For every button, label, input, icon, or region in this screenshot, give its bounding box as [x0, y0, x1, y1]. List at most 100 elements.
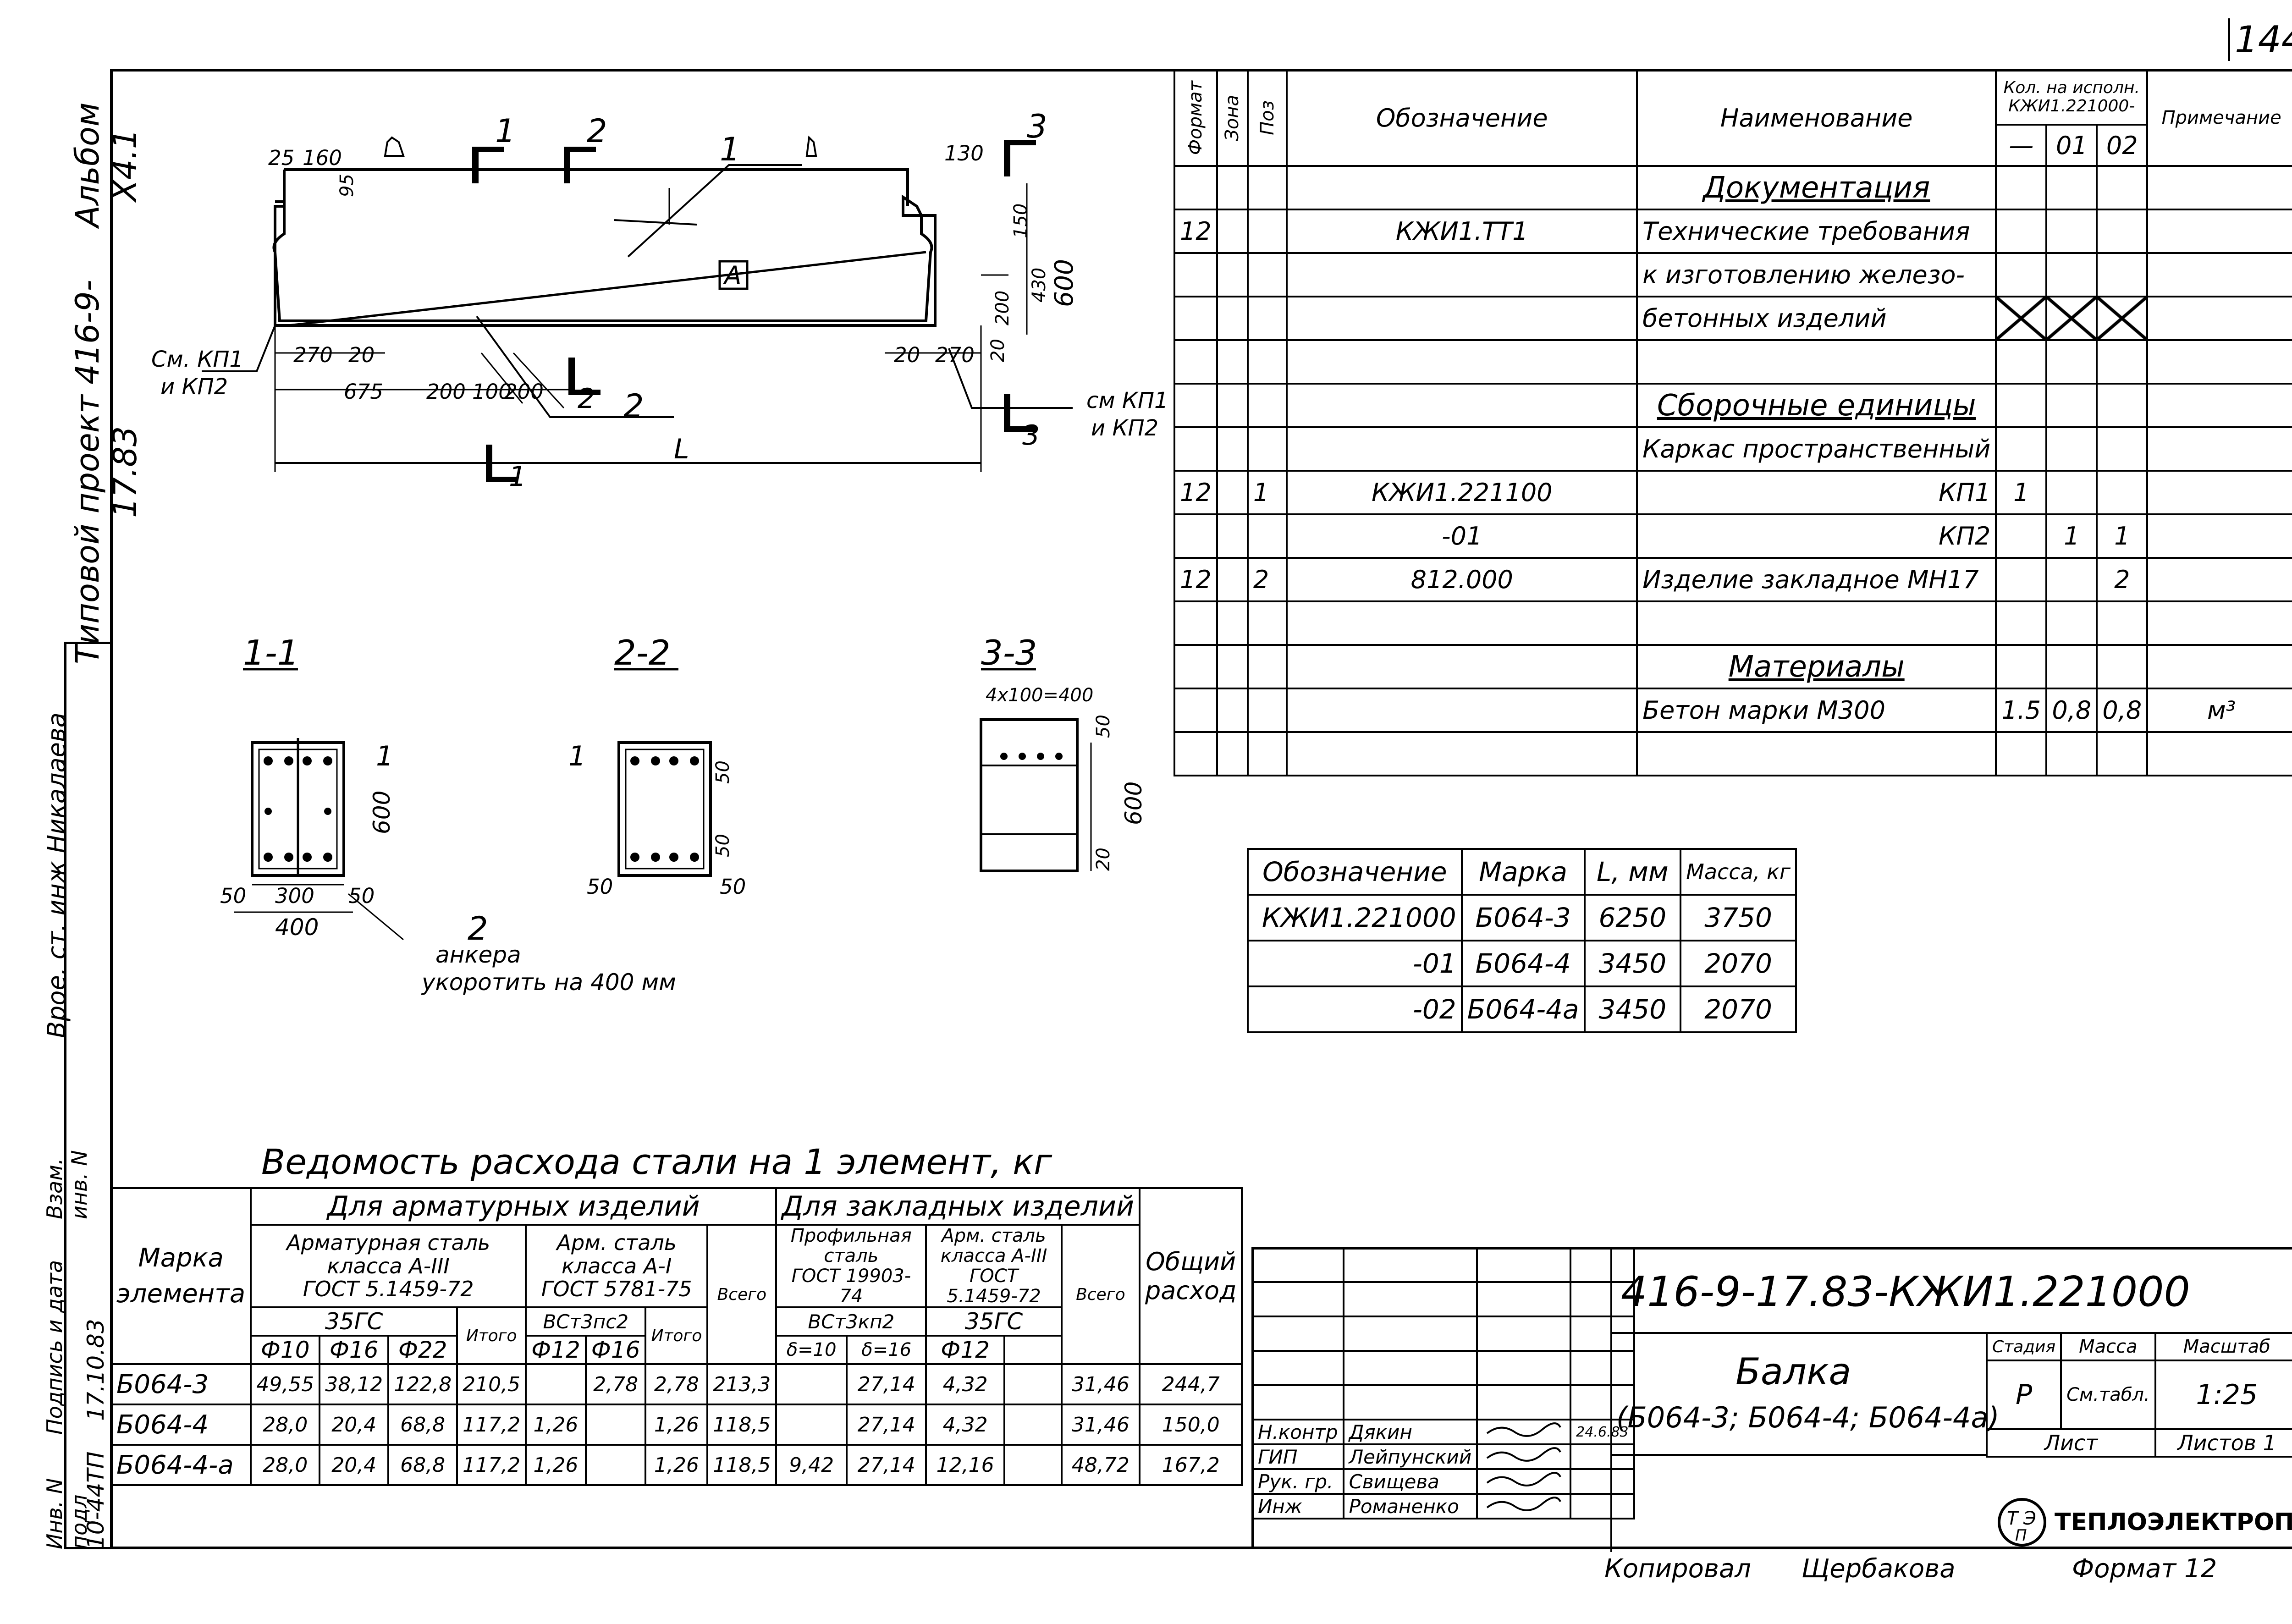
steel-cell: 244,7: [1139, 1363, 1243, 1405]
spec-cell-format: [1174, 426, 1218, 472]
dim-20-right-v: 20: [987, 339, 1008, 362]
spec-cell-designation: 812.000: [1286, 557, 1638, 602]
dim-600: 600: [1049, 259, 1079, 307]
spec-row: [1174, 339, 2292, 385]
spec-cell-note: [2146, 252, 2292, 297]
spec-cell-name: Технические требования: [1636, 209, 1997, 254]
copied-by: Щербакова: [1802, 1554, 1956, 1584]
s33-dim-50: 50: [1093, 715, 1114, 738]
org-logo-icon: Т Э П: [1998, 1498, 2046, 1547]
sheet-number: 144: [2228, 18, 2292, 61]
spec-cell-name: бетонных изделий: [1636, 296, 1997, 341]
s22-pos1: 1: [568, 740, 586, 772]
tb-stage-table: Стадия Масса Масштаб Р См.табл. 1:25 Лис…: [1985, 1332, 2292, 1458]
spec-cell-format: [1174, 731, 1218, 776]
marks-hdr-mass: Масса, кг: [1680, 848, 1797, 896]
s11-dim-600: 600: [369, 791, 395, 834]
marker-A: A: [723, 261, 742, 290]
steel-cell: 4,32: [925, 1404, 1005, 1446]
spec-cell-q2: 0,8: [2096, 688, 2149, 733]
hdr-format: Формат: [1185, 80, 1207, 155]
dim-200-a: 200: [426, 380, 466, 404]
spec-row: к изготовлению железо-: [1174, 252, 2292, 297]
marks-cell: Б064-4а: [1460, 985, 1586, 1033]
spec-cell-name: Сборочные единицы: [1636, 383, 1997, 428]
spec-cell-pos: 1: [1246, 470, 1288, 515]
spec-cell-pos: [1246, 252, 1288, 297]
steel-hdr-group2: Для закладных изделий: [775, 1187, 1141, 1226]
spec-cell-q1: [2045, 209, 2098, 254]
s11-pos1: 1: [376, 740, 393, 772]
spec-cell-q2: [2096, 644, 2149, 689]
spec-cell-q0: [1995, 600, 2048, 646]
steel-cell: 31,46: [1060, 1363, 1141, 1405]
steel-hdr-vsego1: Всего: [706, 1224, 777, 1365]
steel-cell: 117,2: [456, 1404, 527, 1446]
marks-cell: 3750: [1680, 894, 1797, 941]
stamp-inv-value: 10-44ТП: [83, 1451, 109, 1549]
spec-cell-q0: [1995, 339, 2048, 385]
spec-cell-pos: [1246, 731, 1288, 776]
cross-sections-drawing: 1-1 2-2 3-3 600 300 400 50 50 1 2 анкера…: [220, 633, 1147, 996]
marks-hdr-length: L, мм: [1583, 848, 1682, 896]
spec-cell-pos: [1246, 513, 1288, 559]
spec-row: [1174, 731, 2292, 776]
spec-cell-q2: 1: [2096, 513, 2149, 559]
signature-row: Рук. гр.Свищева: [1251, 1468, 1635, 1495]
steel-cell: 167,2: [1139, 1444, 1243, 1486]
s33-dim-20: 20: [1093, 848, 1114, 871]
spec-cell-q1: [2045, 339, 2098, 385]
hdr-q0: —: [1995, 124, 2048, 167]
spec-cell-q0: [1995, 165, 2048, 210]
hdr-zone: Зона: [1222, 94, 1243, 141]
steel-hdr-mark: Марка элемента: [110, 1187, 252, 1365]
spec-cell-name: Бетон марки М300: [1636, 688, 1997, 733]
steel-cell: 118,5: [706, 1444, 777, 1486]
spec-cell-designation: КЖИ1.221100: [1286, 470, 1638, 515]
tb-stage: Р: [1985, 1360, 2062, 1430]
spec-cell-q2: [2096, 600, 2149, 646]
tb-scale: 1:25: [2154, 1360, 2292, 1430]
spec-cell-designation: [1286, 252, 1638, 297]
hdr-qty: Кол. на исполн. КЖИ1.221000-: [1995, 69, 2149, 126]
engineer-label: Врое. ст. инж Никалаева: [42, 712, 71, 1039]
spec-cell-format: [1174, 600, 1218, 646]
steel-cell: 20,4: [319, 1444, 390, 1486]
hdr-q1: 01: [2045, 124, 2098, 167]
spec-cell-format: 12: [1174, 470, 1218, 515]
spec-row: Каркас пространственный: [1174, 426, 2292, 472]
spec-cell-note: [2146, 600, 2292, 646]
spec-cell-name: Изделие закладное МН17: [1636, 557, 1997, 602]
spec-cell-designation: КЖИ1.ТТ1: [1286, 209, 1638, 254]
note-right-2: и КП2: [1091, 415, 1158, 441]
s11-dim-400: 400: [275, 914, 319, 941]
tb-sheets-hdr: Листов 1: [2154, 1428, 2292, 1458]
steel-b16: δ=16: [845, 1335, 927, 1365]
spec-cell-note: [2146, 339, 2292, 385]
spec-cell-q2: [2096, 731, 2149, 776]
marks-cell: 2070: [1680, 940, 1797, 987]
steel-cell: 68,8: [387, 1404, 458, 1446]
hdr-note: Примечание: [2146, 69, 2292, 167]
steel-cell-mark: Б064-3: [110, 1363, 252, 1405]
steel-cell: [584, 1404, 647, 1446]
spec-cell-designation: [1286, 731, 1638, 776]
steel-hdr-arm1: Арм. сталь класса А-I ГОСТ 5781-75: [525, 1224, 709, 1308]
beam-outline: [272, 170, 937, 327]
dim-25: 25: [268, 146, 294, 170]
spec-cell-format: [1174, 688, 1218, 733]
dim-L: L: [674, 433, 689, 465]
spec-cell-q2: [2096, 339, 2149, 385]
signature-date: 24.6.83: [1570, 1419, 1635, 1445]
spec-cell-note: [2146, 731, 2292, 776]
spec-cell-q0: 1.5: [1995, 688, 2048, 733]
element-name: Балка: [1736, 1350, 1851, 1393]
steel-cell: 49,55: [250, 1363, 321, 1405]
spec-cell-q1: [2045, 557, 2098, 602]
steel-hdr-itogo1: Итого: [456, 1306, 527, 1365]
callout-section-3b: 3: [1022, 419, 1040, 451]
signature-scribble: [1476, 1419, 1572, 1445]
spec-cell-q2: 2: [2096, 557, 2149, 602]
